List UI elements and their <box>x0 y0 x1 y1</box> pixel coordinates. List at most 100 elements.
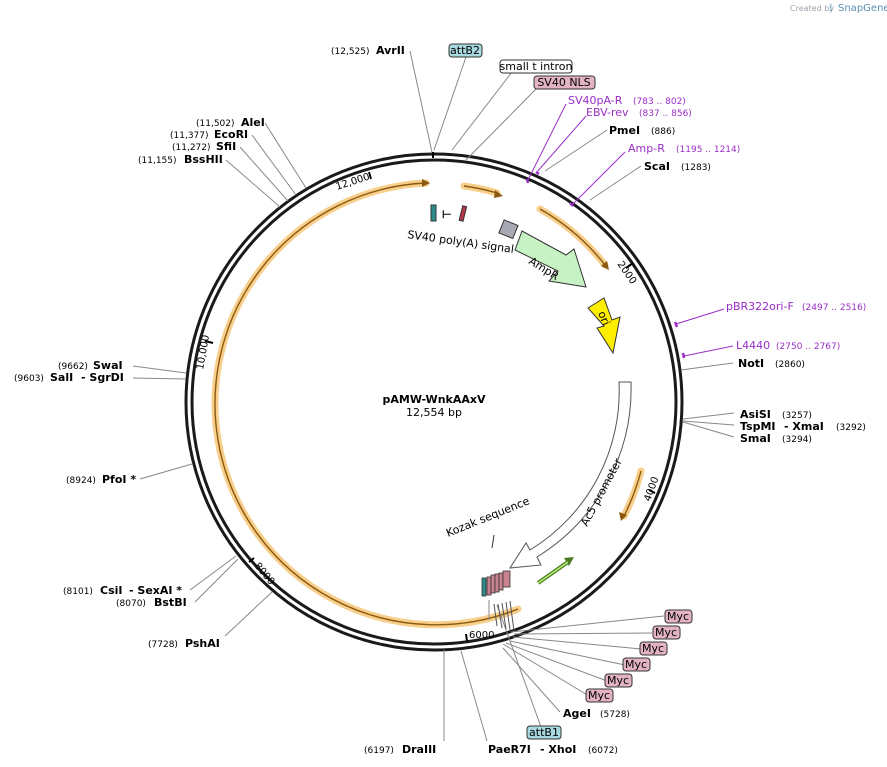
tick-2000: 2000 <box>615 259 639 286</box>
enzyme-bstbi[interactable]: (8070) BstBI <box>116 596 187 609</box>
svg-text:Amp-R: Amp-R <box>628 142 665 155</box>
ac5-promoter-label: Ac5 promoter <box>578 456 625 529</box>
svg-text:SfiI: SfiI <box>216 140 236 153</box>
svg-text:(7728): (7728) <box>148 640 178 650</box>
svg-text:Myc: Myc <box>642 642 664 655</box>
myc-cluster[interactable] <box>481 570 511 597</box>
svg-text:SwaI: SwaI <box>93 359 123 372</box>
sv40-polya-label: SV40 poly(A) signal <box>407 228 515 256</box>
svg-text:(3294): (3294) <box>782 435 812 445</box>
tick-6000: 6000 <box>469 630 494 641</box>
enzyme-swai[interactable]: (9662) SwaI <box>58 359 123 372</box>
enzyme-smai[interactable]: SmaI (3294) <box>740 432 812 445</box>
attb1-box[interactable]: attB1 <box>526 725 562 740</box>
svg-text:(3292): (3292) <box>836 423 866 433</box>
teal-feature-top[interactable] <box>430 204 437 222</box>
kozak-label: Kozak sequence <box>444 494 531 539</box>
enzyme-sfii[interactable]: (11,272) SfiI <box>172 140 236 153</box>
svg-text:TspMI: TspMI <box>740 420 776 433</box>
enzyme-agei[interactable]: AgeI (5728) <box>563 707 630 720</box>
enzyme-avrii[interactable]: (12,525) AvrII <box>331 44 405 57</box>
svg-text:- SgrDI: - SgrDI <box>81 371 124 384</box>
svg-text:Myc: Myc <box>588 689 610 702</box>
svg-text:PshAI: PshAI <box>185 637 220 650</box>
svg-text:(6197): (6197) <box>364 746 394 756</box>
svg-text:(8101): (8101) <box>63 587 93 597</box>
svg-text:ScaI: ScaI <box>644 160 670 173</box>
enzyme-noti[interactable]: NotI (2860) <box>738 357 805 370</box>
svg-text:(11,155): (11,155) <box>138 156 177 166</box>
svg-text:- XmaI: - XmaI <box>784 420 824 433</box>
svg-text:BssHII: BssHII <box>184 153 223 166</box>
enzyme-asisi[interactable]: AsiSI (3257) <box>740 408 812 421</box>
primer-l4440[interactable]: L4440 (2750 .. 2767) <box>736 339 840 352</box>
primer-pbr322ori-f[interactable]: pBR322ori-F (2497 .. 2516) <box>726 300 866 313</box>
svg-text:(2860): (2860) <box>775 360 805 370</box>
svg-text:(11,502): (11,502) <box>196 119 235 129</box>
svg-text:(11,377): (11,377) <box>170 131 209 141</box>
enzyme-draiii[interactable]: (6197) DraIII <box>364 743 436 756</box>
myc-box-3[interactable]: Myc <box>639 641 668 656</box>
svg-text:DraIII: DraIII <box>402 743 436 756</box>
svg-text:CsiI: CsiI <box>100 584 122 597</box>
svg-text:PmeI: PmeI <box>609 124 640 137</box>
myc-box-4[interactable]: Myc <box>622 657 651 672</box>
red-feature-top[interactable] <box>458 205 468 222</box>
watermark-created-by: Created by <box>790 4 834 13</box>
svg-text:EcoRI: EcoRI <box>214 128 248 141</box>
svg-text:AsiSI: AsiSI <box>740 408 771 421</box>
plasmid-name: pAMW-WnkAAxV <box>383 393 486 406</box>
enzyme-tspmi-xmai[interactable]: TspMI - XmaI (3292) <box>740 420 866 433</box>
enzyme-paer7i-xhoi[interactable]: PaeR7I - XhoI (6072) <box>488 743 618 756</box>
tick-10000: 10,000 <box>195 334 212 370</box>
enzyme-ecori[interactable]: (11,377) EcoRI <box>170 128 248 141</box>
svg-text:(1195 .. 1214): (1195 .. 1214) <box>676 145 740 155</box>
enzyme-pfoi[interactable]: (8924) PfoI * <box>66 473 136 486</box>
enzyme-pmei[interactable]: PmeI (886) <box>609 124 675 137</box>
svg-text:NotI: NotI <box>738 357 764 370</box>
svg-text:(9603): (9603) <box>14 374 44 384</box>
small-t-intron-box[interactable]: small t intron <box>499 59 573 74</box>
enzyme-pshai[interactable]: (7728) PshAI <box>148 637 220 650</box>
svg-text:- SexAI *: - SexAI * <box>129 584 182 597</box>
svg-text:(12,525): (12,525) <box>331 47 370 57</box>
snapgene-logo-icon: ⟟ <box>829 3 833 14</box>
svg-text:Myc: Myc <box>655 626 677 639</box>
ac5-promoter-arrow[interactable] <box>509 381 632 569</box>
myc-box-6[interactable]: Myc <box>585 688 614 703</box>
svg-text:PfoI *: PfoI * <box>102 473 136 486</box>
enzyme-csii-sexai[interactable]: (8101) CsiI - SexAI * <box>63 584 182 597</box>
myc-box-1[interactable]: Myc <box>664 609 693 624</box>
svg-text:AvrII: AvrII <box>376 44 405 57</box>
myc-box-2[interactable]: Myc <box>652 625 681 640</box>
svg-text:(886): (886) <box>651 127 675 137</box>
svg-text:(783 .. 802): (783 .. 802) <box>633 97 686 107</box>
svg-text:Myc: Myc <box>607 674 629 687</box>
enzyme-bsshii[interactable]: (11,155) BssHII <box>138 153 223 166</box>
svg-text:attB1: attB1 <box>529 726 559 739</box>
svg-text:SalI: SalI <box>50 371 73 384</box>
svg-text:Myc: Myc <box>625 658 647 671</box>
svg-text:(2497 .. 2516): (2497 .. 2516) <box>802 303 866 313</box>
svg-text:BstBI: BstBI <box>154 596 187 609</box>
enzyme-alei[interactable]: (11,502) AleI <box>196 116 265 129</box>
attb2-box[interactable]: attB2 <box>448 43 483 58</box>
svg-text:SmaI: SmaI <box>740 432 771 445</box>
terminator-icon: ⊢ <box>442 208 452 221</box>
primer-amp-r[interactable]: Amp-R (1195 .. 1214) <box>628 142 740 155</box>
watermark-brand: SnapGene <box>838 3 887 14</box>
enzyme-sali-sgrdi[interactable]: (9603) SalI - SgrDI <box>14 371 124 384</box>
myc-box-5[interactable]: Myc <box>604 673 633 688</box>
ampr-arrow[interactable] <box>514 230 587 288</box>
ori-arrow[interactable] <box>587 297 621 355</box>
small-gray-feature[interactable] <box>498 219 519 240</box>
sv40-nls-box[interactable]: SV40 NLS <box>533 75 596 90</box>
primer-sv40pa-r[interactable]: SV40pA-R (783 .. 802) <box>568 94 686 107</box>
svg-text:(1283): (1283) <box>681 163 711 173</box>
enzyme-scai[interactable]: ScaI (1283) <box>644 160 711 173</box>
svg-text:SV40pA-R: SV40pA-R <box>568 94 623 107</box>
svg-text:(2750 .. 2767): (2750 .. 2767) <box>776 342 840 352</box>
primer-ebv-rev[interactable]: EBV-rev (837 .. 856) <box>586 106 692 119</box>
svg-text:(3257): (3257) <box>782 411 812 421</box>
svg-text:(8924): (8924) <box>66 476 96 486</box>
